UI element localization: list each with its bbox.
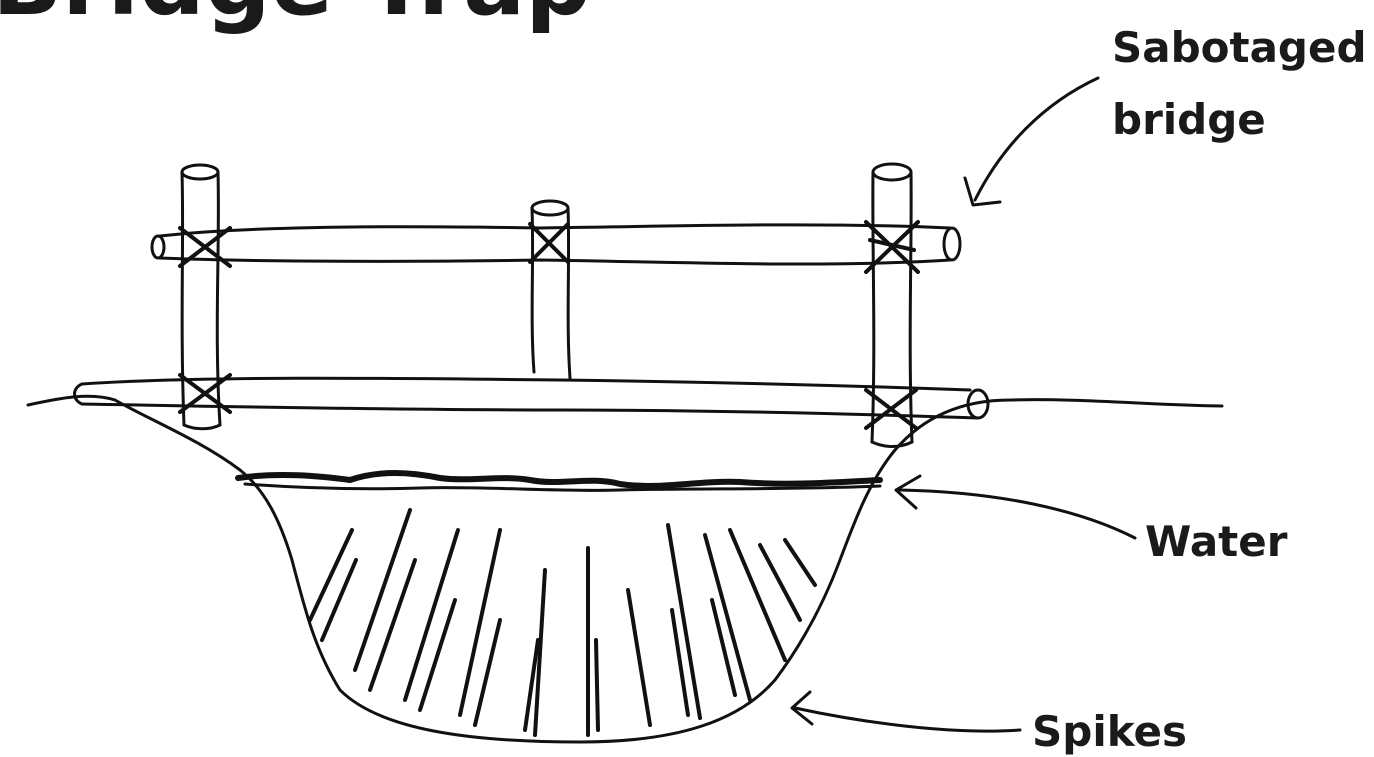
spike (370, 560, 415, 690)
spike (785, 540, 815, 585)
spike (322, 560, 356, 640)
sabotaged-label-line2: bridge (1112, 95, 1266, 144)
right-post (872, 164, 912, 447)
sabotaged-bridge-label: Sabotaged bridge (965, 23, 1367, 205)
water-surface (238, 473, 880, 490)
sabotaged-arrow (975, 78, 1098, 200)
spike (460, 530, 500, 715)
ground-and-pit (28, 396, 1222, 742)
lashings (180, 222, 918, 428)
spikes-label-text: Spikes (1032, 707, 1187, 756)
spike (596, 640, 598, 730)
sabotaged-arrowhead (965, 178, 1000, 205)
water-label: Water (896, 476, 1288, 566)
spike (420, 600, 455, 710)
water-arrowhead (896, 476, 920, 508)
spike (712, 600, 735, 695)
top-rail (152, 225, 960, 264)
diagram-title: Bridge Trap (0, 0, 591, 36)
spike (628, 590, 650, 725)
spikes-arrow (795, 708, 1020, 731)
water-arrow (900, 490, 1135, 538)
sabotaged-label-line1: Sabotaged (1112, 23, 1367, 72)
spikes (310, 510, 815, 735)
spike (355, 510, 410, 670)
spike (310, 530, 352, 620)
water-label-text: Water (1145, 517, 1288, 566)
spike (730, 530, 785, 660)
bridge (75, 164, 989, 447)
spikes-label: Spikes (792, 692, 1187, 756)
